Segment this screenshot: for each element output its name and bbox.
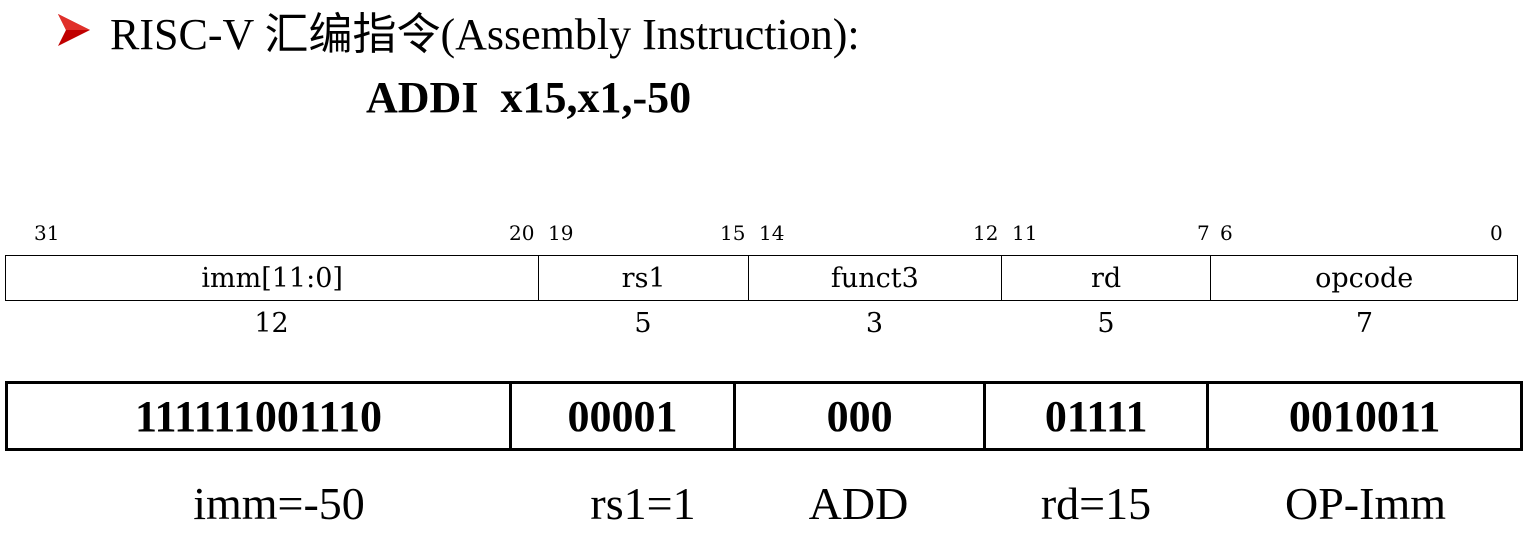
binary-imm: 111111001110	[134, 391, 382, 441]
field-width: 7	[1355, 307, 1374, 339]
format-field-rd: rd	[1000, 256, 1211, 300]
bit-label: 7	[1197, 221, 1210, 245]
bit-label: 11	[1012, 221, 1038, 245]
field-width: 3	[865, 307, 884, 339]
binary-encoding-table: 111111001110 00001 000 01111 0010011	[5, 381, 1523, 451]
field-width: 5	[634, 307, 652, 339]
format-field-funct3: funct3	[748, 256, 1001, 300]
meaning-opcode: OP-Imm	[1285, 477, 1446, 529]
field-meanings: imm=-50 rs1=1 ADD rd=15 OP-Imm	[5, 474, 1523, 532]
arrow-bullet-icon	[58, 14, 90, 46]
field-width: 5	[1097, 307, 1115, 339]
meaning-imm: imm=-50	[193, 477, 365, 529]
binary-rd: 01111	[983, 384, 1206, 448]
meaning-rs1: rs1=1	[590, 477, 696, 529]
heading-text: RISC-V 汇编指令(Assembly Instruction):	[110, 10, 860, 59]
format-field-opcode: opcode	[1210, 256, 1517, 300]
bit-label: 12	[973, 221, 999, 245]
bit-label: 0	[1490, 221, 1503, 245]
format-field-imm: imm[11:0]	[201, 262, 343, 294]
bit-label: 6	[1220, 221, 1233, 245]
meaning-rd: rd=15	[1040, 477, 1152, 529]
bit-label: 14	[759, 221, 785, 245]
field-widths: 12 5 3 5 7	[5, 305, 1518, 341]
bit-label: 20	[509, 221, 535, 245]
binary-funct3: 000	[733, 384, 983, 448]
assembly-instruction: ADDI x15,x1,-50	[366, 73, 692, 122]
field-width: 12	[254, 307, 289, 339]
bit-label: 19	[548, 221, 574, 245]
bit-label: 15	[720, 221, 746, 245]
meaning-funct3: ADD	[808, 477, 909, 529]
bit-label: 31	[34, 221, 60, 245]
binary-opcode: 0010011	[1206, 384, 1520, 448]
heading: RISC-V 汇编指令(Assembly Instruction):	[52, 2, 860, 59]
instruction-format-table: imm[11:0] rs1 funct3 rd opcode	[5, 255, 1518, 301]
format-field-rs1: rs1	[538, 256, 748, 300]
binary-rs1: 00001	[509, 384, 733, 448]
